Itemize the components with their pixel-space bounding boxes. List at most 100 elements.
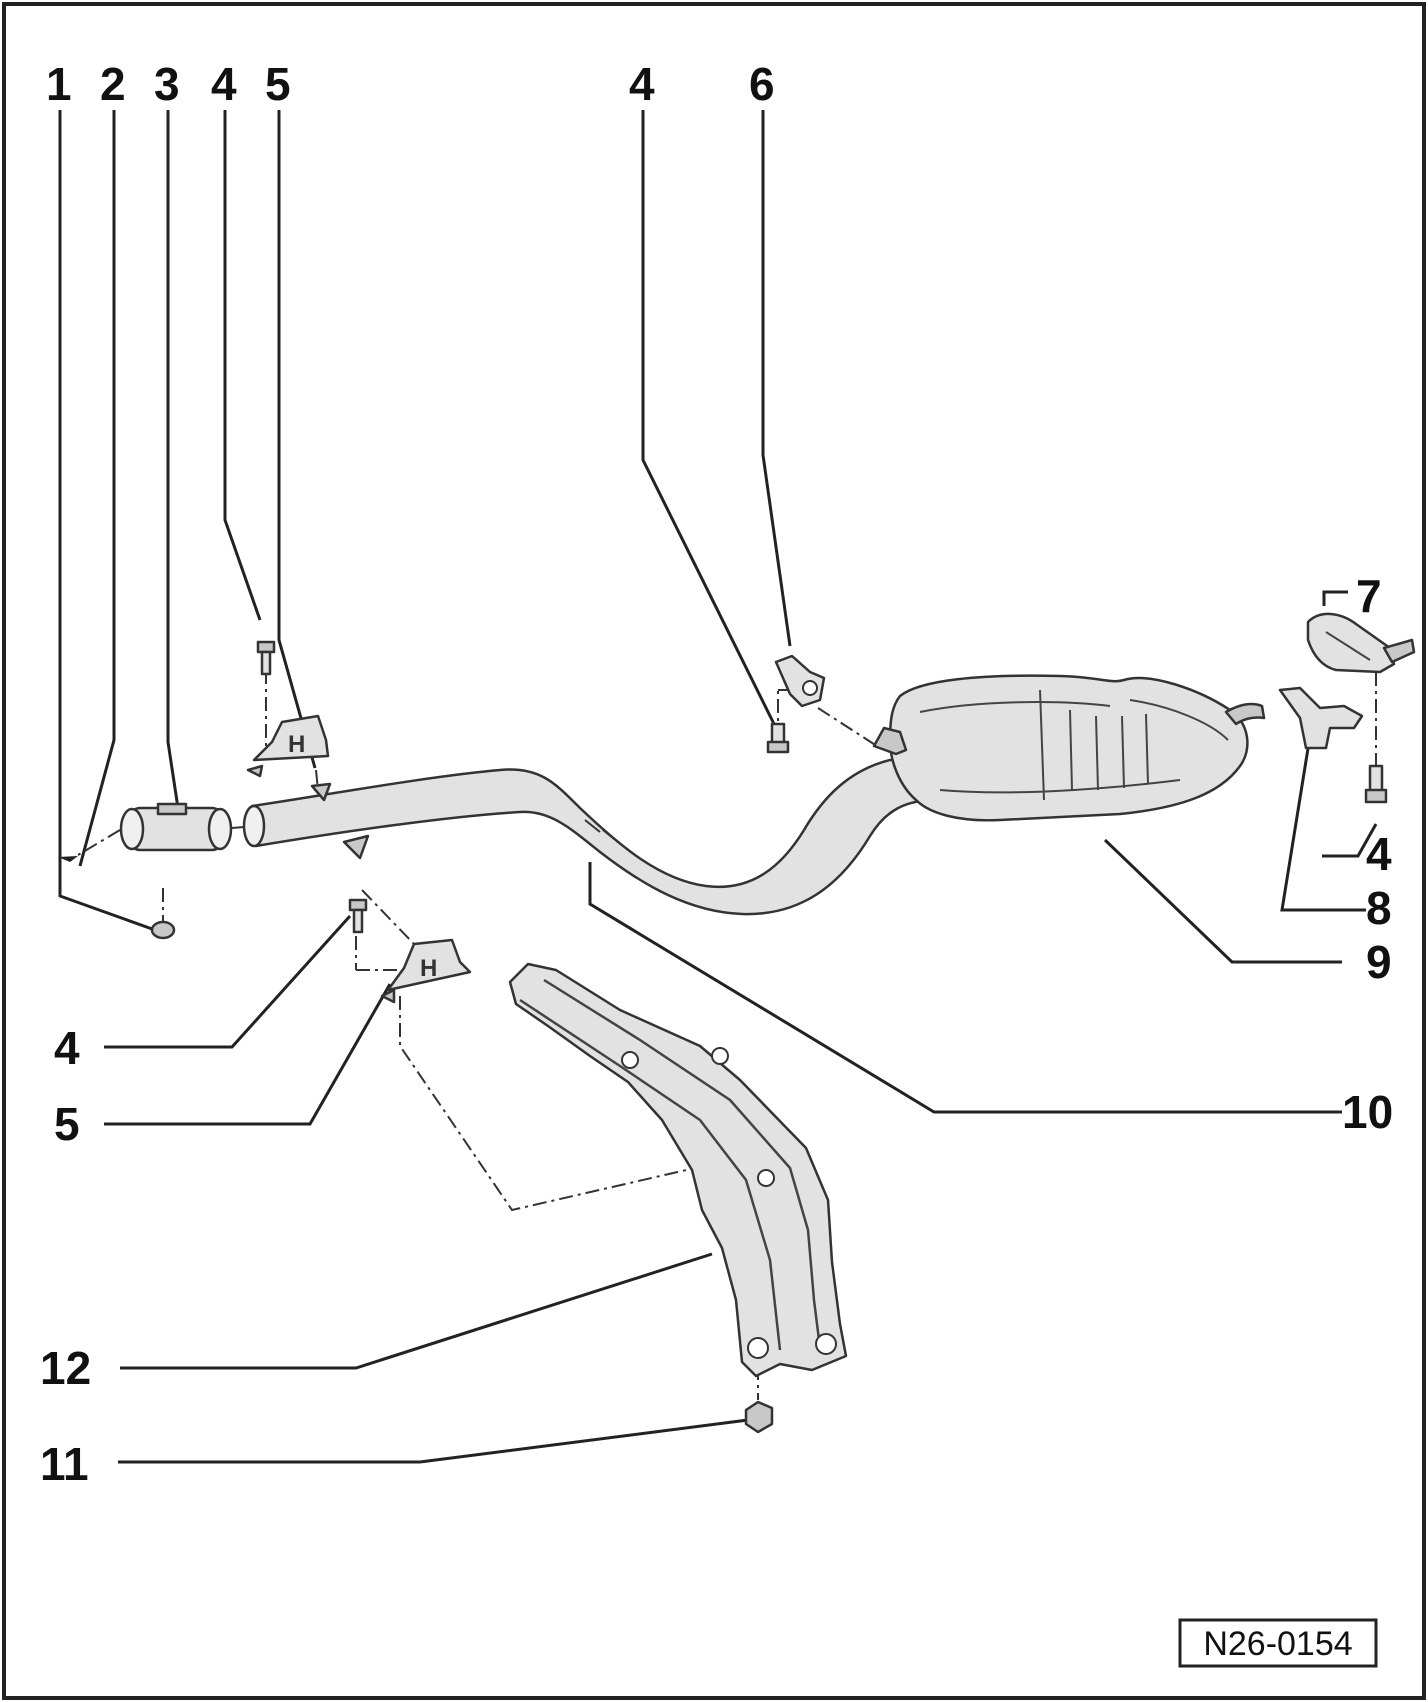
bolt-shank-icon bbox=[1368, 764, 1384, 794]
callout-4-right: 4 bbox=[1366, 828, 1392, 880]
pipe-body bbox=[250, 758, 938, 916]
silencer-seam-3 bbox=[939, 779, 1181, 794]
silencer-seam-2 bbox=[1129, 699, 1229, 741]
callout-1: 1 bbox=[46, 58, 72, 110]
leader-line-4-top-left bbox=[223, 110, 262, 621]
leader-line-4-top-mid bbox=[641, 110, 778, 729]
support-bracket-hole-1 bbox=[621, 1051, 639, 1069]
pipe-hanger-lug-upper bbox=[310, 782, 332, 802]
leader-line-8 bbox=[1280, 735, 1366, 912]
leader-lines bbox=[58, 110, 1378, 1464]
support-bracket-body bbox=[508, 962, 848, 1378]
leader-line-3 bbox=[166, 110, 180, 809]
bolt-head-icon bbox=[766, 740, 790, 754]
callout-4-lower-left: 4 bbox=[54, 1022, 80, 1074]
silencer-seam-1 bbox=[919, 701, 1111, 713]
reference-code-box: N26-0154 bbox=[1178, 1618, 1378, 1668]
silencer-body bbox=[888, 674, 1249, 822]
leader-line-9 bbox=[1103, 838, 1342, 964]
leader-line-10 bbox=[588, 862, 1342, 1114]
hanger-body bbox=[386, 938, 472, 992]
leader-line-6 bbox=[761, 110, 792, 647]
support-bracket bbox=[508, 962, 848, 1378]
support-bracket-mount-hole-2 bbox=[815, 1333, 837, 1355]
hanger-6-hole bbox=[802, 680, 818, 696]
nut-1 bbox=[150, 920, 176, 940]
leader-line-11 bbox=[118, 1418, 749, 1464]
callout-7: 7 bbox=[1356, 570, 1382, 622]
leader-line-4-lower-left bbox=[104, 914, 352, 1049]
silencer-rib-5 bbox=[1145, 713, 1149, 785]
bolt-right bbox=[1364, 764, 1388, 804]
callout-10: 10 bbox=[1342, 1086, 1393, 1138]
nut-icon bbox=[150, 920, 176, 940]
callout-6: 6 bbox=[749, 58, 775, 110]
dash-hanger-6 bbox=[817, 707, 881, 749]
pipe-hanger-lug-lower bbox=[342, 834, 370, 860]
bolt-lower-left bbox=[348, 898, 368, 934]
bolt-top-left bbox=[256, 640, 276, 676]
hanger-h-mark: H bbox=[420, 955, 437, 982]
bracket-7 bbox=[1306, 612, 1416, 674]
pipe-mark-1 bbox=[584, 819, 601, 833]
clamp-rear-ring bbox=[207, 807, 233, 851]
reference-code: N26-0154 bbox=[1203, 1625, 1352, 1663]
callout-12: 12 bbox=[40, 1342, 91, 1394]
bolt-head-icon bbox=[256, 640, 276, 654]
hanger-tab bbox=[380, 988, 396, 1004]
silencer-rib-3 bbox=[1095, 715, 1099, 791]
leader-line-12 bbox=[120, 1252, 713, 1370]
leader-line-5-lower-left bbox=[104, 983, 392, 1126]
bracket-8-body bbox=[1278, 686, 1364, 750]
bolt-head-icon bbox=[348, 898, 368, 912]
hanger-top-left: H bbox=[246, 714, 330, 778]
bracket-7-body bbox=[1306, 612, 1396, 674]
silencer-rib-1 bbox=[1039, 689, 1045, 801]
double-clamp bbox=[58, 802, 233, 862]
hanger-tab bbox=[246, 764, 264, 778]
rear-silencer bbox=[872, 674, 1266, 822]
callout-3: 3 bbox=[154, 58, 180, 110]
support-bracket-crease-1 bbox=[543, 978, 822, 1349]
leader-line-5-top-left bbox=[277, 110, 317, 769]
callout-4-top-mid: 4 bbox=[629, 58, 655, 110]
leader-line-7 bbox=[1322, 590, 1348, 606]
bolt-head-icon bbox=[1364, 788, 1388, 804]
pipe-inlet-end bbox=[242, 804, 266, 848]
silencer-tail-pipe bbox=[1224, 702, 1266, 726]
bolt-shank-icon bbox=[260, 650, 272, 676]
bolt-top-mid bbox=[766, 722, 790, 754]
bracket-7-arm bbox=[1382, 638, 1416, 664]
nut-icon bbox=[744, 1400, 774, 1434]
callout-11: 11 bbox=[40, 1438, 89, 1490]
hanger-lower-left: H bbox=[380, 938, 472, 1004]
silencer-hanger-bracket-front bbox=[872, 726, 908, 756]
support-bracket-mount-hole-1 bbox=[747, 1337, 769, 1359]
nut-11 bbox=[744, 1400, 774, 1434]
clamp-bolt-boss bbox=[156, 802, 188, 816]
hanger-body bbox=[252, 714, 330, 762]
support-bracket-hole-3 bbox=[757, 1169, 775, 1187]
callout-5-top-left: 5 bbox=[265, 58, 291, 110]
callout-2: 2 bbox=[100, 58, 126, 110]
support-bracket-crease-2 bbox=[519, 998, 782, 1351]
hanger-6 bbox=[774, 654, 826, 708]
hanger-6-body bbox=[774, 654, 826, 708]
callout-4-top-left: 4 bbox=[211, 58, 237, 110]
callout-9: 9 bbox=[1366, 936, 1392, 988]
dash-arrow-2 bbox=[77, 829, 121, 856]
support-bracket-hole-2 bbox=[711, 1047, 729, 1065]
leader-line-1 bbox=[58, 110, 156, 932]
callout-labels: 1 2 3 4 5 4 6 7 4 8 9 4 5 10 12 11 bbox=[40, 58, 1393, 1490]
dash-hanger-lower-left bbox=[361, 889, 415, 945]
silencer-rib-4 bbox=[1121, 715, 1125, 789]
bracket-7-rib bbox=[1325, 631, 1371, 661]
dash-to-bracket bbox=[399, 996, 731, 1212]
bracket-8 bbox=[1278, 686, 1364, 750]
dash-hanger-top-left bbox=[315, 769, 319, 791]
bolt-shank-icon bbox=[352, 908, 364, 934]
callout-8: 8 bbox=[1366, 882, 1392, 934]
